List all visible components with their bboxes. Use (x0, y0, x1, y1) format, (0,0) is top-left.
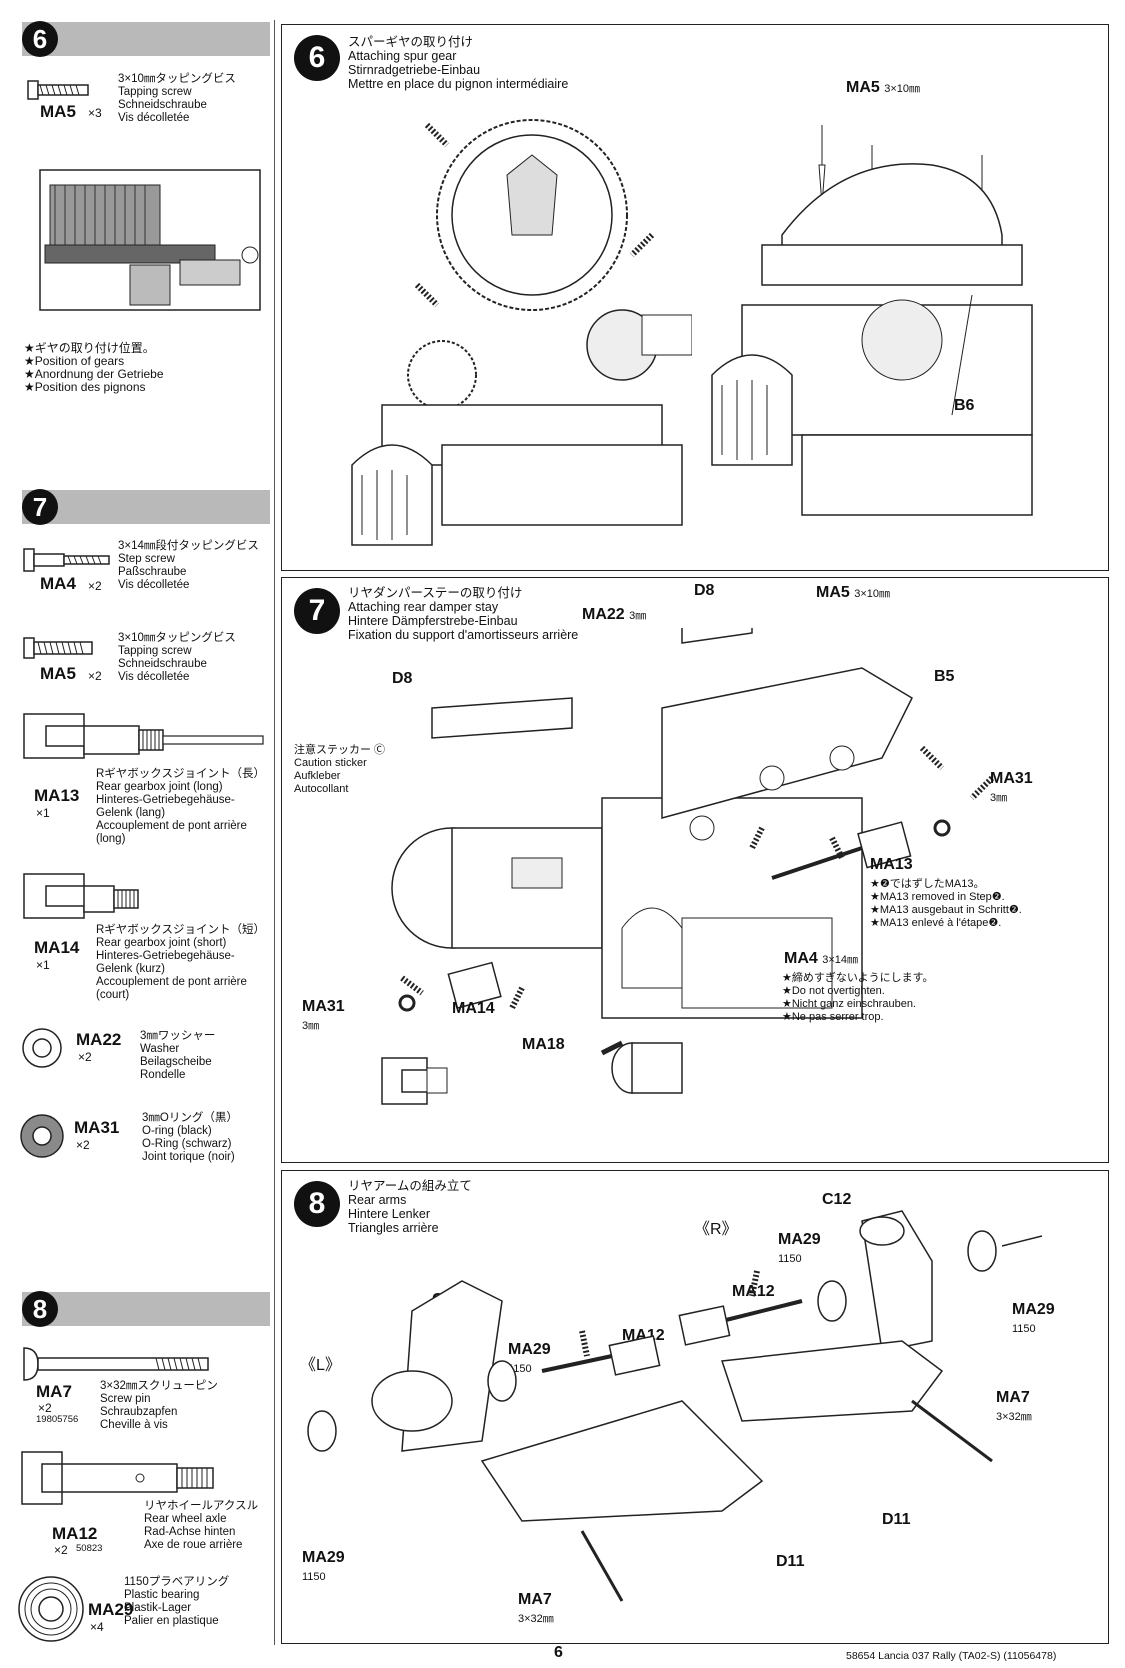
s8-ma12-code: MA12 (52, 1524, 98, 1543)
s7-ma14-qty: ×1 (36, 958, 50, 972)
s7-ma13-qty: ×1 (36, 806, 50, 820)
s7-ma22-desc: 3㎜ワッシャー Washer Beilagscheibe Rondelle (140, 1030, 216, 1081)
s8-ma12-desc: リヤホイールアクスル Rear wheel axle Rad-Achse hin… (144, 1500, 259, 1551)
step7-ma22-label: MA22 3㎜ (582, 606, 647, 623)
step-screw-ma4-icon (23, 548, 110, 572)
step8-right-mark: 《R》 (694, 1221, 738, 1238)
s8-ma12-qty: ×2 (54, 1543, 68, 1557)
s7-ma31-qty: ×2 (76, 1138, 90, 1152)
section-8-number: 8 (22, 1291, 58, 1327)
step6-ma5-label: MA5 3×10㎜ (846, 79, 921, 96)
ma4-note: ★締めすぎないようにします。 ★Do not overtighten. ★Nic… (782, 972, 934, 1023)
step-8-panel: 8 リヤアームの組み立て Rear arms Hintere Lenker Tr… (281, 1170, 1109, 1644)
gearbox-joint-short-icon (23, 873, 139, 919)
section-6-header: 6 (22, 21, 270, 57)
step8-left-mark: 《L》 (300, 1357, 341, 1374)
gear-position-note: ★ギヤの取り付け位置。 ★Position of gears ★Anordnun… (24, 341, 164, 394)
section-6-number: 6 (22, 21, 58, 57)
step-6-title: スパーギヤの取り付け Attaching spur gear Stirnradg… (348, 35, 569, 91)
s8-ma7-desc: 3×32㎜スクリューピン Screw pin Schraubzapfen Che… (100, 1380, 218, 1431)
s8-ma29-qty: ×4 (90, 1620, 104, 1634)
s6-part-code: MA5 (40, 102, 76, 121)
s7-ma4-qty: ×2 (88, 579, 102, 593)
step8-d11-right-label: D11 (882, 1511, 911, 1528)
step-8-title: リヤアームの組み立て Rear arms Hintere Lenker Tria… (348, 1179, 472, 1235)
s7-ma22-code: MA22 (76, 1030, 122, 1049)
s7-ma14-desc: Rギヤボックスジョイント（短） Rear gearbox joint (shor… (96, 924, 265, 1001)
step7-ma18-label: MA18 (522, 1036, 565, 1053)
step7-ma5-label: MA5 3×10㎜ (816, 584, 891, 601)
s7-ma5-qty: ×2 (88, 669, 102, 683)
washer-ma22-icon (22, 1028, 62, 1068)
s8-ma7-sub: 19805756 (36, 1414, 79, 1425)
s7-ma13-desc: Rギヤボックスジョイント（長） Rear gearbox joint (long… (96, 768, 265, 845)
damper-stay-diagram (381, 628, 995, 1105)
s7-ma5-code: MA5 (40, 664, 76, 683)
step-6-number: 6 (294, 35, 340, 81)
step7-ma13-label: MA13 (870, 856, 913, 873)
s7-ma14-code: MA14 (34, 938, 80, 957)
gear-position-diagram (39, 169, 261, 311)
step7-ma14-label: MA14 (452, 1000, 495, 1017)
step7-d8-top-label: D8 (694, 582, 715, 599)
s7-ma4-desc: 3×14㎜段付タッピングビス Step screw Paßschraube Vi… (118, 540, 259, 591)
section-8-header: 8 (22, 1291, 270, 1327)
gearbox-joint-long-icon (23, 713, 264, 759)
step7-b5-label: B5 (934, 668, 955, 685)
bearing-ma29-icon (18, 1576, 84, 1642)
oring-ma31-icon (20, 1114, 64, 1158)
step-7-panel: 7 リヤダンパーステーの取り付け Attaching rear damper s… (281, 577, 1109, 1163)
s8-ma12-sub: 50823 (76, 1543, 103, 1554)
s7-ma31-code: MA31 (74, 1118, 120, 1137)
screw-pin-ma7-icon (23, 1347, 209, 1381)
spur-gear-diagram (351, 119, 692, 546)
s7-ma22-qty: ×2 (78, 1050, 92, 1064)
model-info: 58654 Lancia 037 Rally (TA02-S) (1105647… (846, 1650, 1057, 1662)
rear-arms-diagram (302, 1210, 1043, 1602)
step7-d8-left-label: D8 (392, 670, 413, 687)
step-6-panel: 6 スパーギヤの取り付け Attaching spur gear Stirnra… (281, 24, 1109, 571)
s8-ma7-code: MA7 (36, 1382, 72, 1401)
s7-ma13-code: MA13 (34, 786, 80, 805)
step8-d11-left-label: D11 (776, 1553, 805, 1570)
screw-ma5-icon (23, 637, 93, 659)
section-7-number: 7 (22, 489, 58, 525)
step7-ma4-label: MA4 3×14㎜ (784, 950, 859, 967)
section-7-header: 7 (22, 489, 270, 525)
ma13-note: ★❷ではずしたMA13。 ★MA13 removed in Step❷. ★MA… (870, 878, 1022, 929)
s7-ma4-code: MA4 (40, 574, 76, 593)
s8-ma29-desc: 1150プラベアリング Plastic bearing Plastik-Lage… (124, 1576, 230, 1627)
sidebar-divider (274, 20, 275, 1645)
step6-b6-label: B6 (954, 397, 975, 414)
s7-ma5-desc: 3×10㎜タッピングビス Tapping screw Schneidschrau… (118, 632, 236, 683)
screw-ma5-icon (27, 80, 89, 100)
gear-cover-diagram (711, 125, 1033, 516)
step-7-title: リヤダンパーステーの取り付け Attaching rear damper sta… (348, 586, 579, 642)
caution-sticker-note: 注意ステッカー Ⓒ Caution sticker Aufkleber Auto… (294, 744, 386, 795)
rear-axle-ma12-icon (21, 1451, 214, 1505)
s8-ma7-qty: ×2 (38, 1401, 52, 1415)
s6-part-qty: ×3 (88, 106, 102, 120)
s8-ma29-code: MA29 (88, 1600, 134, 1619)
step-7-number: 7 (294, 588, 340, 634)
s7-ma31-desc: 3㎜Oリング（黒） O-ring (black) O-Ring (schwarz… (142, 1112, 238, 1163)
step8-c12-label: C12 (822, 1191, 852, 1208)
s6-part-desc: 3×10㎜タッピングビス Tapping screw Schneidschrau… (118, 73, 236, 124)
page-number: 6 (554, 1644, 563, 1661)
step-8-number: 8 (294, 1181, 340, 1227)
